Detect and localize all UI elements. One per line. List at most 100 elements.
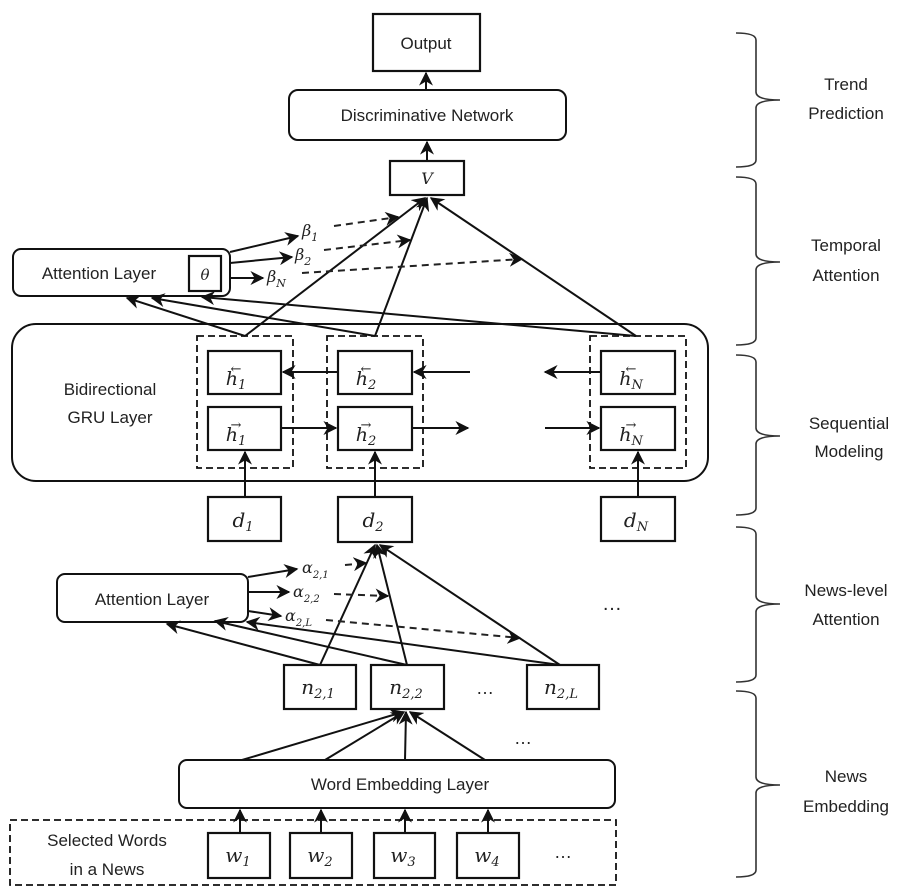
svg-text:Trend: Trend (824, 75, 868, 94)
svg-text:Temporal: Temporal (811, 236, 881, 255)
d-node-2: d2 (336, 495, 414, 544)
word-embedding-layer: Word Embedding Layer (178, 759, 616, 809)
line-n2L-to-d2 (378, 544, 561, 666)
svg-text:Attention: Attention (812, 266, 879, 285)
theta-label: θ (200, 266, 209, 284)
svg-text:←: ← (361, 362, 372, 377)
beta-1-dashed (333, 211, 400, 227)
selected-words-label-line2: in a News (70, 860, 145, 879)
alpha-2L-dashed (325, 619, 522, 644)
svg-text:hN: hN (619, 424, 643, 449)
word-node-2: w2 (288, 831, 354, 880)
h-backward-2: ← h2 (336, 349, 414, 396)
svg-text:w3: w3 (390, 843, 415, 870)
d-node-1: d1 (206, 495, 283, 543)
svg-text:n2,1: n2,1 (301, 675, 335, 702)
news-nodes-ellipsis: … (476, 678, 494, 698)
embedding-ellipsis: … (514, 728, 532, 748)
news-attention-layer: Attention Layer (56, 573, 249, 623)
line-emb-d-to-n22 (408, 711, 486, 761)
words-ellipsis: … (554, 842, 572, 862)
svg-text:News-level: News-level (804, 581, 887, 600)
alpha-21-label: α2,1 (302, 558, 329, 581)
word-node-1: w1 (206, 831, 272, 880)
h-backward-1: ← h1 (206, 349, 283, 396)
h-backward-N: ← hN (599, 349, 677, 396)
alpha-21-arrow (247, 564, 299, 578)
temporal-attention-label: Attention Layer (42, 264, 157, 283)
output-node: Output (371, 12, 482, 73)
selected-words-group (9, 819, 617, 886)
beta-1-arrow (229, 232, 300, 253)
h-forward-N: → hN (599, 405, 677, 452)
beta-2-dashed (323, 234, 412, 251)
svg-text:h1: h1 (226, 368, 247, 393)
alpha-21-dashed (344, 557, 368, 572)
stage-brace-news-embedding: News Embedding (735, 690, 889, 878)
svg-text:→: → (361, 418, 372, 433)
svg-text:d2: d2 (362, 508, 383, 535)
line-emb-c-to-n22 (398, 710, 413, 761)
word-embedding-label: Word Embedding Layer (311, 775, 490, 794)
v-label: V (421, 169, 434, 188)
beta-N-dashed (301, 252, 524, 274)
stage-brace-trend-prediction: Trend Prediction (735, 32, 884, 168)
discriminative-network-node: Discriminative Network (288, 89, 567, 141)
news-node-21: n2,1 (282, 663, 358, 711)
beta-N-label: βN (266, 267, 286, 290)
svg-text:News: News (825, 767, 868, 786)
svg-text:Prediction: Prediction (808, 104, 884, 123)
news-level-ellipsis: … (602, 593, 622, 615)
news-node-2L: n2,L (525, 663, 601, 711)
selected-words-label-line1: Selected Words (47, 831, 167, 850)
stage-brace-temporal-attention: Temporal Attention (735, 176, 881, 346)
svg-text:d1: d1 (232, 508, 253, 535)
line-n21-to-attention (165, 620, 321, 666)
alpha-22-dashed (333, 588, 390, 603)
alpha-22-label: α2,2 (293, 582, 320, 605)
alpha-2L-label: α2,L (285, 606, 312, 629)
svg-text:h1: h1 (226, 424, 247, 449)
news-attention-label: Attention Layer (95, 590, 210, 609)
line-n2L-to-attention (245, 616, 561, 666)
svg-text:dN: dN (624, 508, 649, 535)
h-forward-2: → h2 (336, 405, 414, 452)
stage-brace-news-level-attention: News-level Attention (735, 526, 888, 683)
svg-text:Modeling: Modeling (815, 442, 884, 461)
svg-text:Sequential: Sequential (809, 414, 889, 433)
alpha-2L-arrow (247, 607, 283, 622)
line-n22-to-d2 (373, 543, 408, 666)
beta-1-label: β1 (301, 221, 318, 244)
svg-text:w1: w1 (225, 843, 250, 870)
v-node: V (388, 159, 466, 197)
line-emb-a-to-n22 (241, 708, 405, 761)
svg-text:←: ← (626, 362, 637, 377)
svg-text:←: ← (231, 362, 242, 377)
svg-text:→: → (626, 418, 637, 433)
svg-text:w2: w2 (307, 843, 332, 870)
beta-2-arrow (229, 251, 294, 266)
word-node-4: w4 (455, 831, 521, 880)
svg-text:w4: w4 (474, 843, 499, 870)
line-h1-to-attention (125, 295, 246, 337)
svg-text:n2,2: n2,2 (389, 675, 423, 702)
news-node-22: n2,2 (369, 663, 446, 711)
gru-label-line2: GRU Layer (67, 408, 152, 427)
svg-text:Embedding: Embedding (803, 797, 889, 816)
line-hN-to-v (429, 197, 637, 337)
h-forward-1: → h1 (206, 405, 283, 452)
output-label: Output (400, 34, 451, 53)
line-hN-to-attention (200, 291, 637, 337)
line-h2-to-attention (150, 293, 376, 337)
beta-2-label: β2 (294, 245, 311, 268)
stage-brace-sequential-modeling: Sequential Modeling (735, 354, 889, 516)
theta-box (187, 254, 223, 293)
line-emb-b-to-n22 (324, 711, 406, 761)
svg-text:→: → (231, 418, 242, 433)
svg-text:n2,L: n2,L (544, 675, 578, 702)
bidirectional-gru-layer (11, 323, 709, 482)
discriminative-network-label: Discriminative Network (341, 106, 514, 125)
temporal-attention-layer: Attention Layer θ (12, 248, 231, 297)
d-node-N: dN (599, 495, 677, 543)
